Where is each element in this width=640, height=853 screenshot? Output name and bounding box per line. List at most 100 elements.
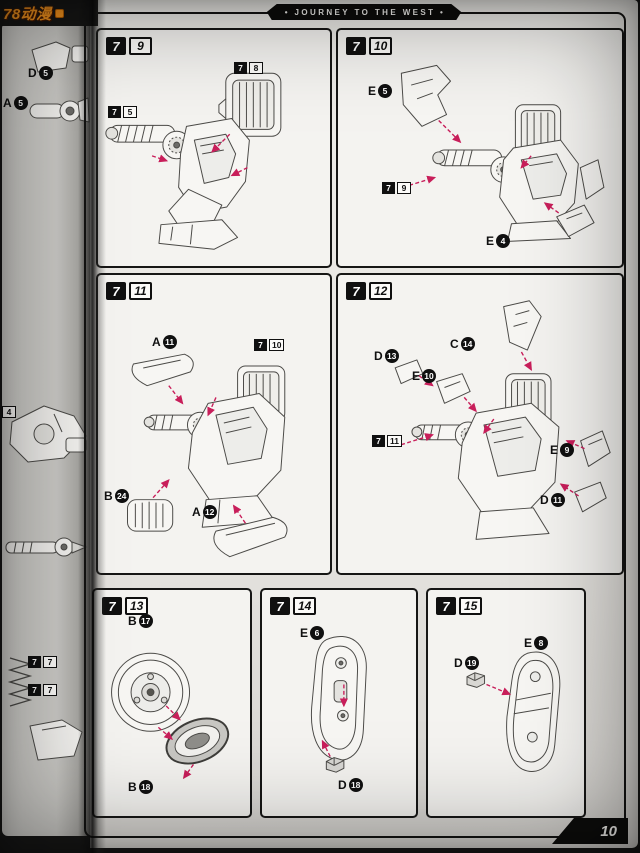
step-prefix: 7 bbox=[106, 282, 126, 300]
watermark-text: 78动漫 bbox=[3, 6, 52, 23]
page-number: 10 bbox=[600, 822, 617, 840]
ref-number: 11 bbox=[387, 435, 402, 447]
ref-step-7-5: 7 5 bbox=[108, 106, 137, 118]
ref-number: 9 bbox=[397, 182, 411, 194]
part-callout-e10: E 10 bbox=[412, 369, 437, 383]
part-letter: E bbox=[300, 626, 309, 640]
ref-step-7-7: 7 7 bbox=[28, 684, 57, 696]
part-callout-e5: E 5 bbox=[368, 84, 393, 98]
ref-step: 7 bbox=[28, 656, 41, 668]
part-number: 10 bbox=[422, 369, 437, 383]
ref-step-7-10: 7 10 bbox=[254, 339, 285, 351]
part-callout-d19: D 19 bbox=[454, 656, 479, 670]
panel-step-7-11: 7 11 bbox=[96, 273, 332, 575]
part-callout-a5: A 5 bbox=[3, 96, 28, 110]
part-number: 11 bbox=[162, 335, 177, 349]
part-letter: C bbox=[450, 337, 459, 351]
diagram-7-10 bbox=[400, 64, 605, 242]
step-label-7-12: 7 12 bbox=[346, 282, 393, 300]
ref-number: 7 bbox=[43, 656, 57, 668]
ref-number: 4 bbox=[2, 406, 16, 418]
part-number: 18 bbox=[348, 778, 363, 792]
step-prefix: 7 bbox=[346, 37, 366, 55]
step-label-7-9: 7 9 bbox=[106, 37, 152, 55]
adjacent-page-drawing bbox=[29, 719, 83, 761]
part-callout-e4: E 4 bbox=[486, 234, 511, 248]
part-callout-b24: B 24 bbox=[104, 489, 129, 503]
part-number: 18 bbox=[138, 780, 153, 794]
ref-number: 5 bbox=[123, 106, 137, 118]
step-number: 10 bbox=[369, 37, 393, 55]
part-number: 17 bbox=[138, 614, 153, 628]
part-callout-a12: A 12 bbox=[192, 505, 217, 519]
part-number: 9 bbox=[560, 443, 575, 457]
step-number: 15 bbox=[459, 597, 483, 615]
step-number: 13 bbox=[125, 597, 149, 615]
ref-step-7-7: 7 7 bbox=[28, 656, 57, 668]
part-number: 24 bbox=[114, 489, 129, 503]
ref-step: 7 bbox=[108, 106, 121, 118]
part-number: 11 bbox=[550, 493, 565, 507]
ref-step: 7 bbox=[28, 684, 41, 696]
step-label-7-11: 7 11 bbox=[106, 282, 152, 300]
ref-step: 7 bbox=[372, 435, 385, 447]
ref-box-4: 4 bbox=[2, 406, 16, 418]
panel-step-7-14: 7 14 bbox=[260, 588, 418, 818]
adjacent-page-drawing bbox=[9, 405, 87, 463]
adjacent-page-drawing bbox=[7, 657, 33, 707]
diagram-7-13 bbox=[111, 652, 230, 780]
watermark: 78动漫 bbox=[3, 3, 64, 24]
diagram-7-9 bbox=[105, 72, 282, 250]
watermark-icon bbox=[54, 9, 64, 18]
part-letter: D bbox=[454, 656, 463, 670]
part-number: 6 bbox=[310, 626, 325, 640]
ref-step-7-9: 7 9 bbox=[382, 182, 411, 194]
panel-step-7-12: 7 12 bbox=[336, 273, 624, 575]
step-number: 14 bbox=[293, 597, 317, 615]
part-number: 19 bbox=[464, 656, 479, 670]
part-callout-d18: D 18 bbox=[338, 778, 363, 792]
part-number: 12 bbox=[202, 505, 217, 519]
diagram-7-11 bbox=[127, 353, 288, 558]
step-prefix: 7 bbox=[102, 597, 122, 615]
part-number: 4 bbox=[496, 234, 511, 248]
ref-number: 10 bbox=[269, 339, 285, 351]
ref-step-7-11: 7 11 bbox=[372, 435, 402, 447]
part-letter: D bbox=[28, 66, 37, 80]
manual-page: • JOURNEY TO THE WEST • 7 9 bbox=[84, 0, 638, 848]
part-letter: B bbox=[104, 489, 113, 503]
part-number: 5 bbox=[38, 66, 53, 80]
part-callout-e6: E 6 bbox=[300, 626, 325, 640]
step-label-7-10: 7 10 bbox=[346, 37, 393, 55]
step-label-7-15: 7 15 bbox=[436, 597, 483, 615]
part-callout-a11: A 11 bbox=[152, 335, 177, 349]
step-number: 11 bbox=[129, 282, 152, 300]
adjacent-page-drawing bbox=[5, 537, 87, 557]
part-letter: B bbox=[128, 614, 137, 628]
step-prefix: 7 bbox=[346, 282, 366, 300]
part-letter: B bbox=[128, 780, 137, 794]
part-letter: D bbox=[540, 493, 549, 507]
part-letter: D bbox=[374, 349, 383, 363]
step-label-7-13: 7 13 bbox=[102, 597, 149, 615]
part-callout-b17: B 17 bbox=[128, 614, 153, 628]
step-prefix: 7 bbox=[436, 597, 456, 615]
part-letter: E bbox=[412, 369, 421, 383]
panel-step-7-10: 7 10 bbox=[336, 28, 624, 268]
panel-step-7-13: 7 13 bbox=[92, 588, 252, 818]
ref-number: 7 bbox=[43, 684, 57, 696]
part-letter: D bbox=[338, 778, 347, 792]
step-label-7-14: 7 14 bbox=[270, 597, 317, 615]
part-letter: E bbox=[368, 84, 377, 98]
part-letter: E bbox=[550, 443, 559, 457]
part-letter: A bbox=[152, 335, 161, 349]
ref-number: 8 bbox=[249, 62, 263, 74]
part-callout-d5: D 5 bbox=[28, 66, 53, 80]
ref-step: 7 bbox=[234, 62, 247, 74]
part-letter: E bbox=[524, 636, 533, 650]
part-letter: E bbox=[486, 234, 495, 248]
step-number: 9 bbox=[129, 37, 152, 55]
part-letter: A bbox=[3, 96, 12, 110]
step-number: 12 bbox=[369, 282, 393, 300]
